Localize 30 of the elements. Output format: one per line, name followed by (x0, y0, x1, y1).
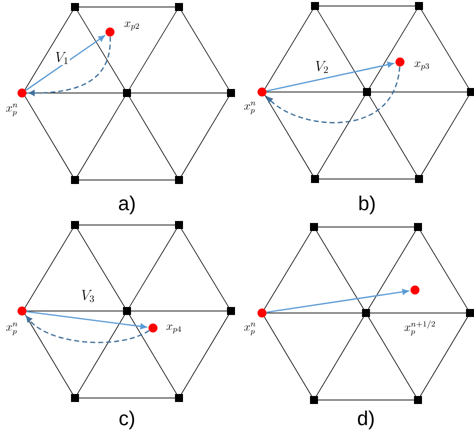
point-marker (258, 88, 266, 96)
arrow (26, 310, 147, 330)
dashed-arrow (26, 316, 150, 344)
point-label: $x_{p3}$ (414, 62, 429, 70)
point-marker (396, 58, 404, 66)
panel-label: c) (120, 410, 134, 430)
edge-label: $V_1$ (54, 51, 70, 65)
dashed-arrow (266, 66, 400, 124)
point-label: $x_p^{n+1/2}$ (404, 320, 435, 336)
point-label: $x_p^n$ (244, 322, 256, 336)
point-marker (148, 323, 158, 332)
panel-label: b) (359, 196, 375, 214)
point-label: $x_p^n$ (6, 104, 18, 116)
edge-label: $V_2$ (314, 60, 330, 74)
arrow (26, 35, 105, 91)
arrow (266, 62, 394, 92)
point-marker (18, 306, 26, 316)
point-marker (106, 28, 114, 36)
panel-label: a) (118, 196, 135, 214)
point-marker (18, 88, 26, 98)
point-marker (258, 308, 266, 318)
dashed-arrow (28, 36, 111, 96)
panel-label: d) (358, 410, 374, 430)
point-marker (410, 285, 420, 294)
point-label: $x_{p2}$ (124, 22, 139, 30)
point-label: $x_{p4}$ (166, 324, 182, 334)
point-label: $x_p^n$ (244, 102, 256, 114)
edge-label: $V_3$ (80, 288, 96, 303)
point-label: $x_p^n$ (6, 322, 18, 336)
arrow (266, 288, 409, 313)
